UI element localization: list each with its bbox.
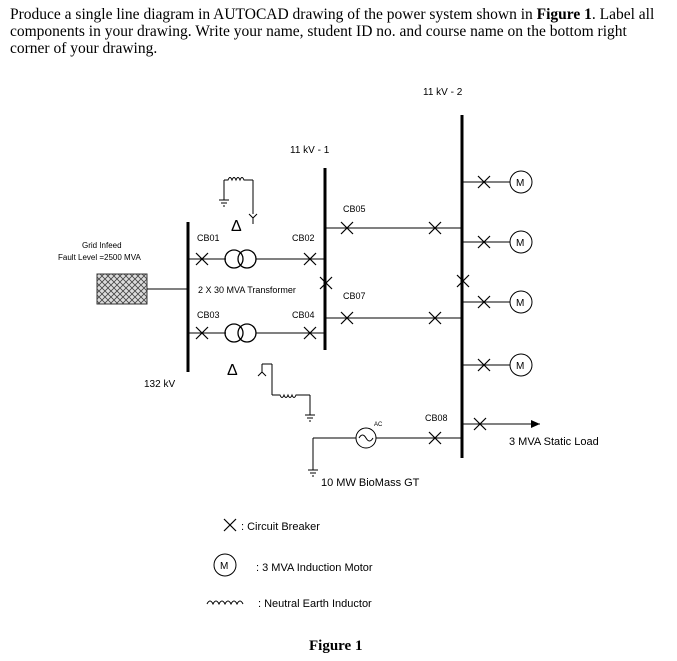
generator-earth-symbol <box>308 469 318 477</box>
instructions-figure-ref: Figure 1 <box>536 6 592 23</box>
cb01-label: CB01 <box>197 233 220 243</box>
motor-4-label: M <box>516 361 524 372</box>
cb07-label: CB07 <box>343 291 366 301</box>
motor-1-label: M <box>516 178 524 189</box>
cb02-label: CB02 <box>292 233 315 243</box>
cb08-label: CB08 <box>425 413 448 423</box>
cb05-label: CB05 <box>343 204 366 214</box>
t2-earth-symbol <box>305 414 315 422</box>
legend-inductor-text: : Neutral Earth Inductor <box>258 598 372 610</box>
t1-wye-symbol <box>248 213 258 224</box>
t1-earth-symbol <box>219 199 229 207</box>
instructions-text: Produce a single line diagram in AUTOCAD… <box>10 6 670 57</box>
grid-infeed-label: Grid Infeed <box>82 241 122 250</box>
instructions-part2: . Label all components in your drawing. … <box>10 6 655 57</box>
t1-delta-symbol: Δ <box>231 218 242 235</box>
bus-11kv-1-label: 11 kV - 1 <box>290 145 330 156</box>
t2-neutral-inductor <box>272 393 310 398</box>
grid-infeed-block <box>96 273 148 305</box>
static-load-label: 3 MVA Static Load <box>509 436 599 448</box>
static-load-arrow <box>531 420 540 428</box>
motor-3-label: M <box>516 298 524 309</box>
t2-winding-1 <box>224 323 244 343</box>
generator-ac-wave <box>358 434 374 442</box>
generator-label: 10 MW BioMass GT <box>321 477 420 489</box>
motor-3-symbol <box>509 290 533 314</box>
cb03-label: CB03 <box>197 310 220 320</box>
motor-4-symbol <box>509 353 533 377</box>
t2-wye-symbol <box>257 364 267 377</box>
legend-inductor-symbol <box>206 600 244 606</box>
motor-2-symbol <box>509 230 533 254</box>
t1-neutral-inductor <box>224 177 253 182</box>
t1-winding-1 <box>224 249 244 269</box>
generator-ac-label: AC <box>374 422 383 428</box>
legend-motor-symbol <box>213 553 237 577</box>
t2-delta-symbol: Δ <box>227 362 238 379</box>
cb04-label: CB04 <box>292 310 315 320</box>
legend-motor-text: : 3 MVA Induction Motor <box>256 562 373 574</box>
motor-1-symbol <box>509 170 533 194</box>
legend-breaker-symbol <box>223 518 237 532</box>
t2-winding-2 <box>237 323 257 343</box>
bus-11kv-2-label: 11 kV - 2 <box>423 87 463 98</box>
transformer-label: 2 X 30 MVA Transformer <box>198 285 296 295</box>
motor-2-label: M <box>516 238 524 249</box>
bus-132kv-label: 132 kV <box>144 379 175 390</box>
figure-caption: Figure 1 <box>309 638 362 654</box>
t1-winding-2 <box>237 249 257 269</box>
instructions-part1: Produce a single line diagram in AUTOCAD… <box>10 6 537 23</box>
legend-motor-letter: M <box>220 561 228 572</box>
legend-breaker-text: : Circuit Breaker <box>241 521 320 533</box>
fault-level-label: Fault Level =2500 MVA <box>58 253 141 262</box>
